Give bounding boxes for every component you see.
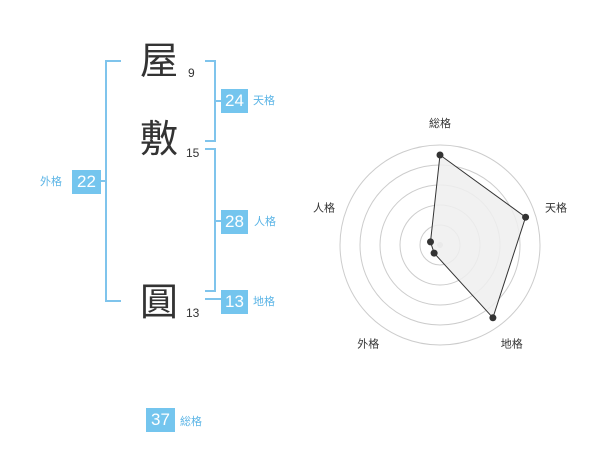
chikaku-label: 地格 [253, 295, 275, 308]
soukaku-value: 37 [146, 408, 175, 432]
radar-axis-label: 外格 [357, 337, 379, 351]
stroke-count-1: 9 [188, 66, 195, 80]
chikaku-value: 13 [221, 290, 248, 314]
jinkaku-bracket-tick [216, 220, 222, 222]
name-char-1: 屋 [140, 39, 179, 83]
radar-point-2 [522, 213, 530, 221]
jinkaku-bracket [205, 148, 216, 292]
radar-point-1 [436, 151, 444, 159]
radar-point-3 [489, 314, 497, 322]
name-char-2: 敷 [140, 117, 179, 161]
stroke-count-2: 15 [186, 146, 200, 160]
radar-axis-label: 人格 [313, 200, 335, 214]
radar-axis-label: 総格 [429, 116, 451, 130]
radar-axis-label: 地格 [501, 337, 523, 351]
radar-point-4 [430, 249, 438, 257]
name-char-3: 圓 [140, 280, 179, 324]
gaikaku-value: 22 [72, 170, 101, 194]
jinkaku-value: 28 [221, 210, 248, 234]
gaikaku-label: 外格 [40, 175, 62, 188]
tenkaku-label: 天格 [253, 94, 275, 107]
chikaku-bracket-tick [205, 298, 222, 300]
jinkaku-label: 人格 [254, 215, 276, 228]
tenkaku-bracket [205, 60, 216, 142]
gaikaku-bracket [105, 60, 121, 302]
radar-ring [339, 144, 541, 346]
radar-polygon [429, 154, 527, 319]
soukaku-label: 総格 [180, 415, 202, 428]
tenkaku-bracket-tick [216, 100, 222, 102]
radar-point-5 [426, 238, 434, 246]
stroke-count-3: 13 [186, 306, 200, 320]
radar-axis-label: 天格 [545, 200, 567, 214]
tenkaku-value: 24 [221, 89, 248, 113]
